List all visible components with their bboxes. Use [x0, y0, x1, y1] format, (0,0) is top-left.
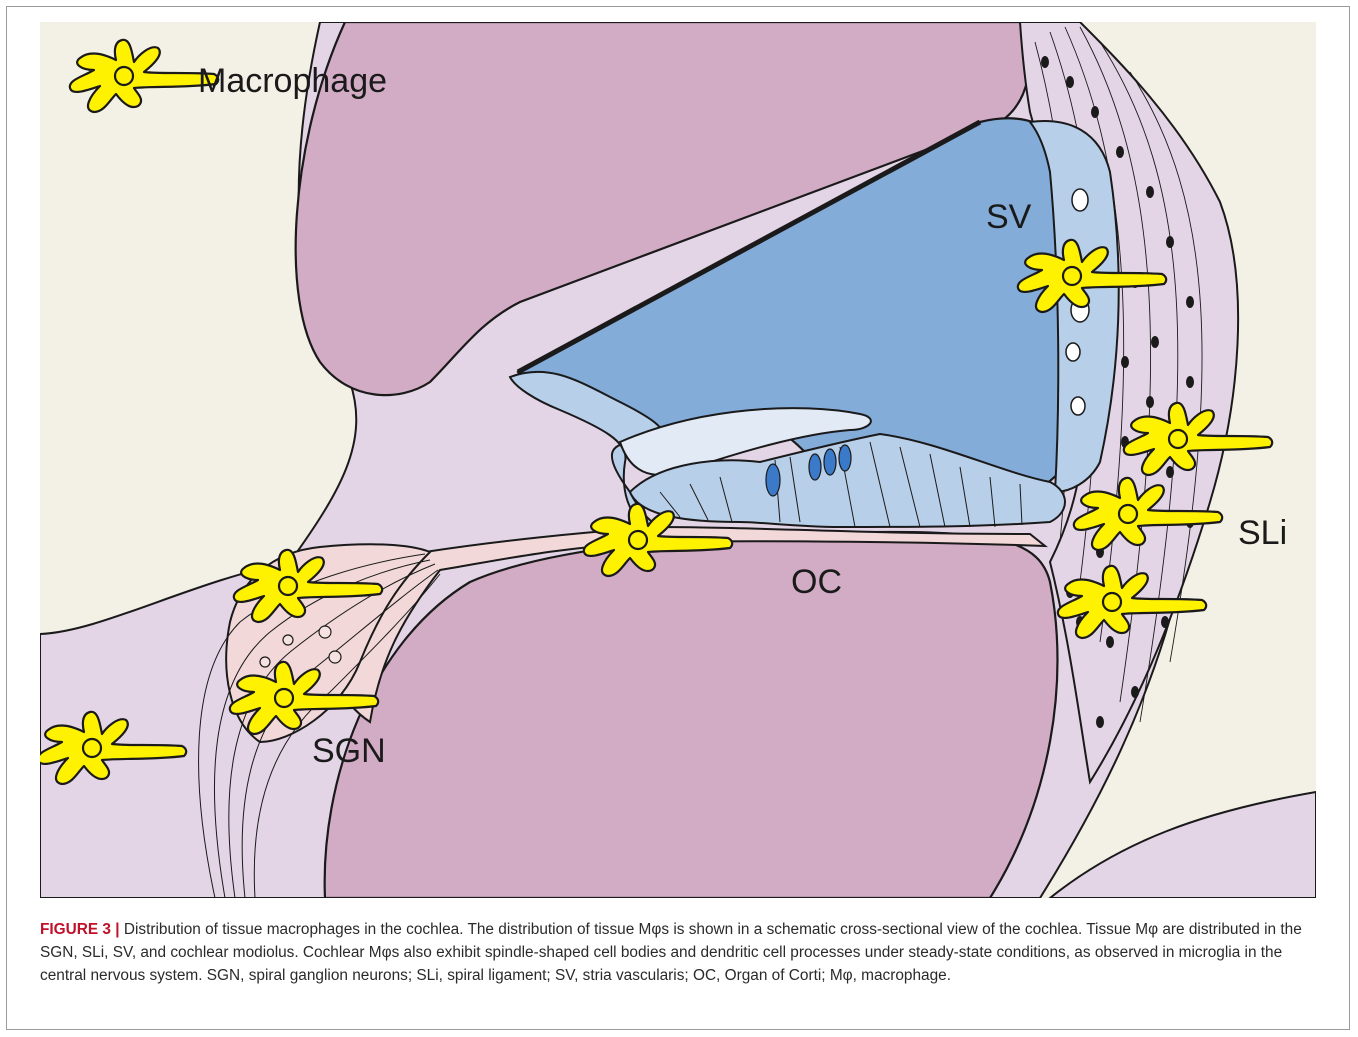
label-oc: OC — [791, 563, 842, 601]
figure-number: FIGURE 3 | — [40, 921, 120, 938]
figure-caption: FIGURE 3 | Distribution of tissue macrop… — [40, 918, 1316, 987]
legend-label: Macrophage — [198, 62, 387, 100]
caption-text: Distribution of tissue macrophages in th… — [40, 921, 1302, 984]
label-sv: SV — [986, 198, 1032, 236]
label-sgn: SGN — [312, 732, 386, 770]
cochlea-diagram: Macrophage SV SLi OC SGN — [40, 22, 1316, 898]
label-sli: SLi — [1238, 514, 1287, 552]
